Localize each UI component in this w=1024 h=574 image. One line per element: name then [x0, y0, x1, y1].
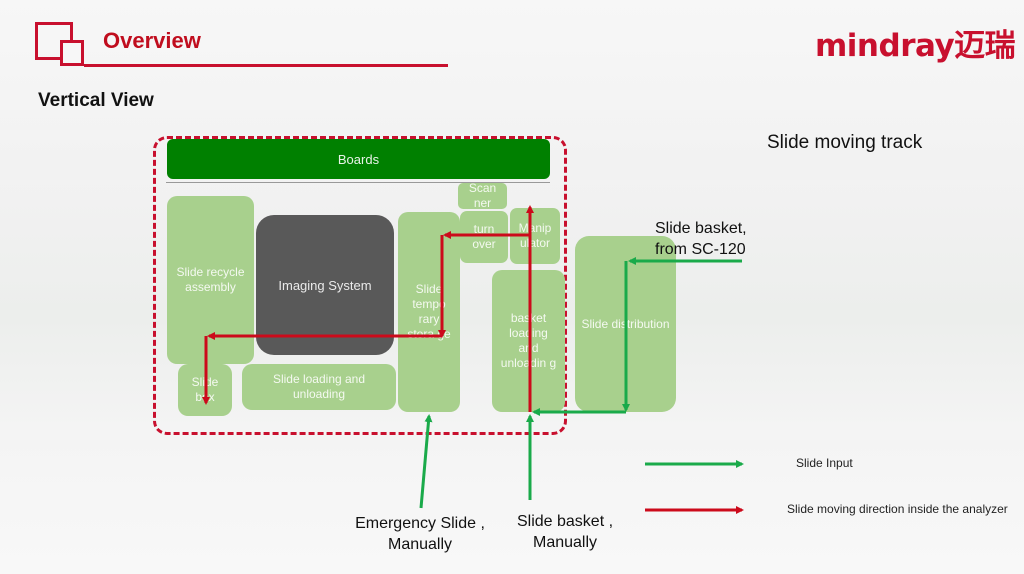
label-basket-manual-line2: Manually — [532, 534, 598, 551]
page-title: Overview — [103, 28, 201, 53]
scanner-block: Scan ner — [458, 181, 507, 210]
analyzer-boundary — [153, 136, 567, 435]
label-emergency-line1: Emergency Slide , — [355, 515, 485, 532]
title-underline — [84, 64, 448, 67]
boards-divider — [166, 182, 550, 183]
legend-slide-input: Slide Input — [796, 456, 853, 470]
brand-logo: mindray迈瑞 — [815, 28, 1016, 64]
logo-square-small — [60, 40, 84, 66]
input-emergency — [419, 414, 433, 509]
imaging-system-block: Imaging System — [256, 215, 394, 355]
slide-loading-block: Slide loading and unloading — [242, 364, 396, 410]
diagram-heading: Slide moving track — [767, 132, 923, 153]
turnover-block: turn over — [460, 211, 508, 263]
section-subtitle: Vertical View — [38, 90, 154, 111]
label-emergency-line2: Manually — [387, 536, 453, 553]
label-basket-sc120-line1: Slide basket, — [655, 220, 747, 237]
label-basket-sc120: Slide basket, from SC-120 — [655, 218, 747, 260]
label-basket-sc120-line2: from SC-120 — [655, 241, 746, 258]
legend-slide-moving: Slide moving direction inside the analyz… — [787, 502, 1008, 516]
temp-storage-block: Slide tempo rary stora ge — [398, 212, 460, 412]
boards-block: Boards — [167, 139, 550, 179]
label-basket-manual-line1: Slide basket , — [516, 513, 614, 530]
label-basket-manual: Slide basket , Manually — [495, 511, 635, 553]
label-emergency-slide: Emergency Slide , Manually — [340, 513, 500, 555]
